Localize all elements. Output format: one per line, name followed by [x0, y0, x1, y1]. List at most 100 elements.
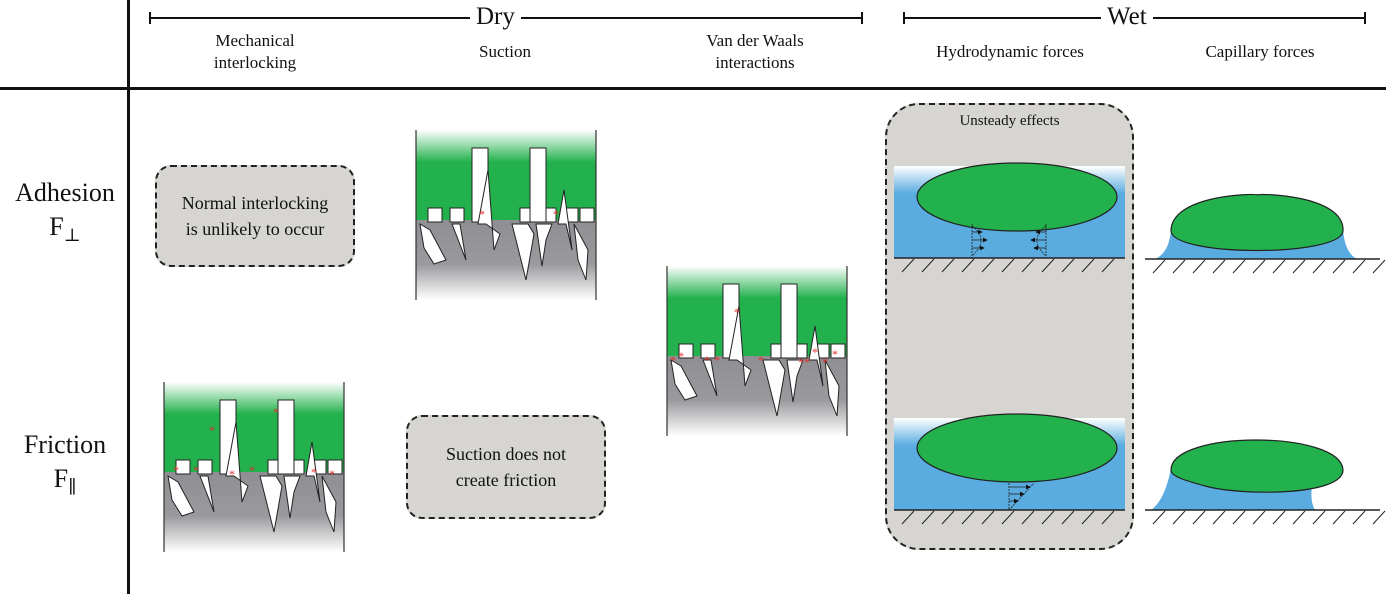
hatch-mark — [1212, 259, 1226, 274]
surface-asperity — [167, 475, 195, 517]
surface-asperity — [477, 169, 501, 251]
pad-pillar — [277, 399, 295, 475]
pad-pillar — [780, 283, 798, 359]
column-header-mechanical-interlocking: Mechanical interlocking — [180, 30, 330, 74]
hatch-mark — [921, 258, 935, 273]
hatch-mark — [1272, 510, 1286, 525]
note-text: is unlikely to occur — [185, 219, 325, 239]
hatch-mark — [1252, 510, 1266, 525]
hatch-mark — [1021, 258, 1035, 273]
surface-asperity — [535, 223, 553, 267]
hatch-mark — [1001, 258, 1015, 273]
surface-asperity — [511, 223, 535, 281]
contact-point-marker: * — [704, 353, 710, 367]
hatch-mark — [941, 258, 955, 273]
pad-droplet — [916, 413, 1118, 483]
pad-pillar — [197, 459, 213, 475]
hatch-mark — [1352, 510, 1366, 525]
wet-bracket-right-tick — [1364, 12, 1366, 24]
hatch-mark — [921, 510, 935, 525]
dry-bracket-right-tick — [861, 12, 863, 24]
column-header-line: interlocking — [213, 53, 297, 72]
dry-bracket-left-tick — [149, 12, 151, 24]
column-header-capillary-forces: Capillary forces — [1160, 41, 1360, 63]
hatch-marks — [1152, 259, 1386, 274]
hatch-marks — [1152, 510, 1386, 525]
pad-droplet — [1170, 439, 1344, 493]
hatch-mark — [941, 510, 955, 525]
squeeze-flow-profile-right — [1030, 224, 1047, 258]
contact-point-marker: * — [822, 355, 828, 369]
hatch-mark — [901, 258, 915, 273]
hatch-mark — [1272, 259, 1286, 274]
hatch-mark — [1312, 259, 1326, 274]
hatch-mark — [1232, 510, 1246, 525]
pad-pillar — [529, 147, 547, 223]
hatch-mark — [981, 258, 995, 273]
note-suction-friction: Suction does not create friction — [406, 415, 606, 519]
contact-point-marker: * — [173, 463, 179, 477]
surface-asperity — [728, 305, 752, 387]
contact-point-marker: * — [734, 305, 740, 319]
pad-pillar — [427, 207, 443, 223]
contact-point-marker: * — [273, 405, 279, 419]
hatch-mark — [1081, 510, 1095, 525]
column-header-van-der-waals: Van der Waals interactions — [680, 30, 830, 74]
hatch-mark — [1372, 510, 1386, 525]
row-label-adhesion: Adhesion F⊥ — [5, 176, 125, 252]
surface-asperity — [762, 359, 786, 417]
capillary-adhesion-illustration — [1145, 193, 1386, 274]
hatch-mark — [1252, 259, 1266, 274]
pad-droplet — [916, 162, 1118, 232]
surface-asperity — [573, 223, 589, 281]
van-der-waals-illustration: *********** — [666, 266, 848, 436]
hatch-mark — [1172, 259, 1186, 274]
hatch-mark — [981, 510, 995, 525]
hatch-mark — [1081, 258, 1095, 273]
wet-group-label: Wet — [1101, 3, 1153, 31]
table-vertical-divider — [127, 0, 130, 594]
column-header-line: Suction — [479, 42, 531, 61]
mechanical-interlocking-friction-illustration: ******** — [163, 382, 345, 552]
hatch-mark — [1352, 259, 1366, 274]
contact-point-marker: * — [832, 347, 838, 361]
contact-point-marker: * — [812, 345, 818, 359]
shear-flow-profile — [1008, 482, 1035, 511]
hatch-mark — [1212, 510, 1226, 525]
hatch-mark — [1021, 510, 1035, 525]
hatch-mark — [1292, 259, 1306, 274]
hatch-mark — [1332, 259, 1346, 274]
hatch-marks — [901, 510, 1115, 525]
column-header-suction: Suction — [430, 41, 580, 63]
contact-point-marker: * — [209, 423, 215, 437]
hatch-mark — [1061, 258, 1075, 273]
surface-asperity — [305, 441, 321, 503]
column-header-line: Hydrodynamic forces — [936, 42, 1084, 61]
contact-point-marker: * — [758, 353, 764, 367]
surface-asperity — [451, 223, 467, 261]
surface-asperity — [419, 223, 447, 265]
hatch-mark — [1001, 510, 1015, 525]
hatch-mark — [1152, 510, 1166, 525]
hatch-mark — [1041, 510, 1055, 525]
contact-point-marker: * — [553, 207, 559, 221]
wet-bracket-left-tick — [903, 12, 905, 24]
pad-pillar — [678, 343, 694, 359]
note-interlocking-adhesion: Normal interlocking is unlikely to occur — [155, 165, 355, 267]
squeeze-flow-profile-left — [971, 224, 988, 258]
hatch-mark — [1372, 259, 1386, 274]
hatch-mark — [1041, 258, 1055, 273]
force-symbol: F — [53, 464, 69, 493]
hatch-mark — [1192, 510, 1206, 525]
hatch-mark — [901, 510, 915, 525]
hatch-mark — [1061, 510, 1075, 525]
hatch-marks — [901, 258, 1115, 273]
column-header-line: Capillary forces — [1205, 42, 1315, 61]
surface-asperity — [824, 359, 840, 417]
surface-asperity — [670, 359, 698, 401]
parallel-subscript: ∥ — [68, 477, 77, 498]
pad-pillar — [579, 207, 595, 223]
contact-point-marker: * — [193, 463, 199, 477]
force-symbol: F — [49, 212, 64, 241]
hatch-mark — [1312, 510, 1326, 525]
